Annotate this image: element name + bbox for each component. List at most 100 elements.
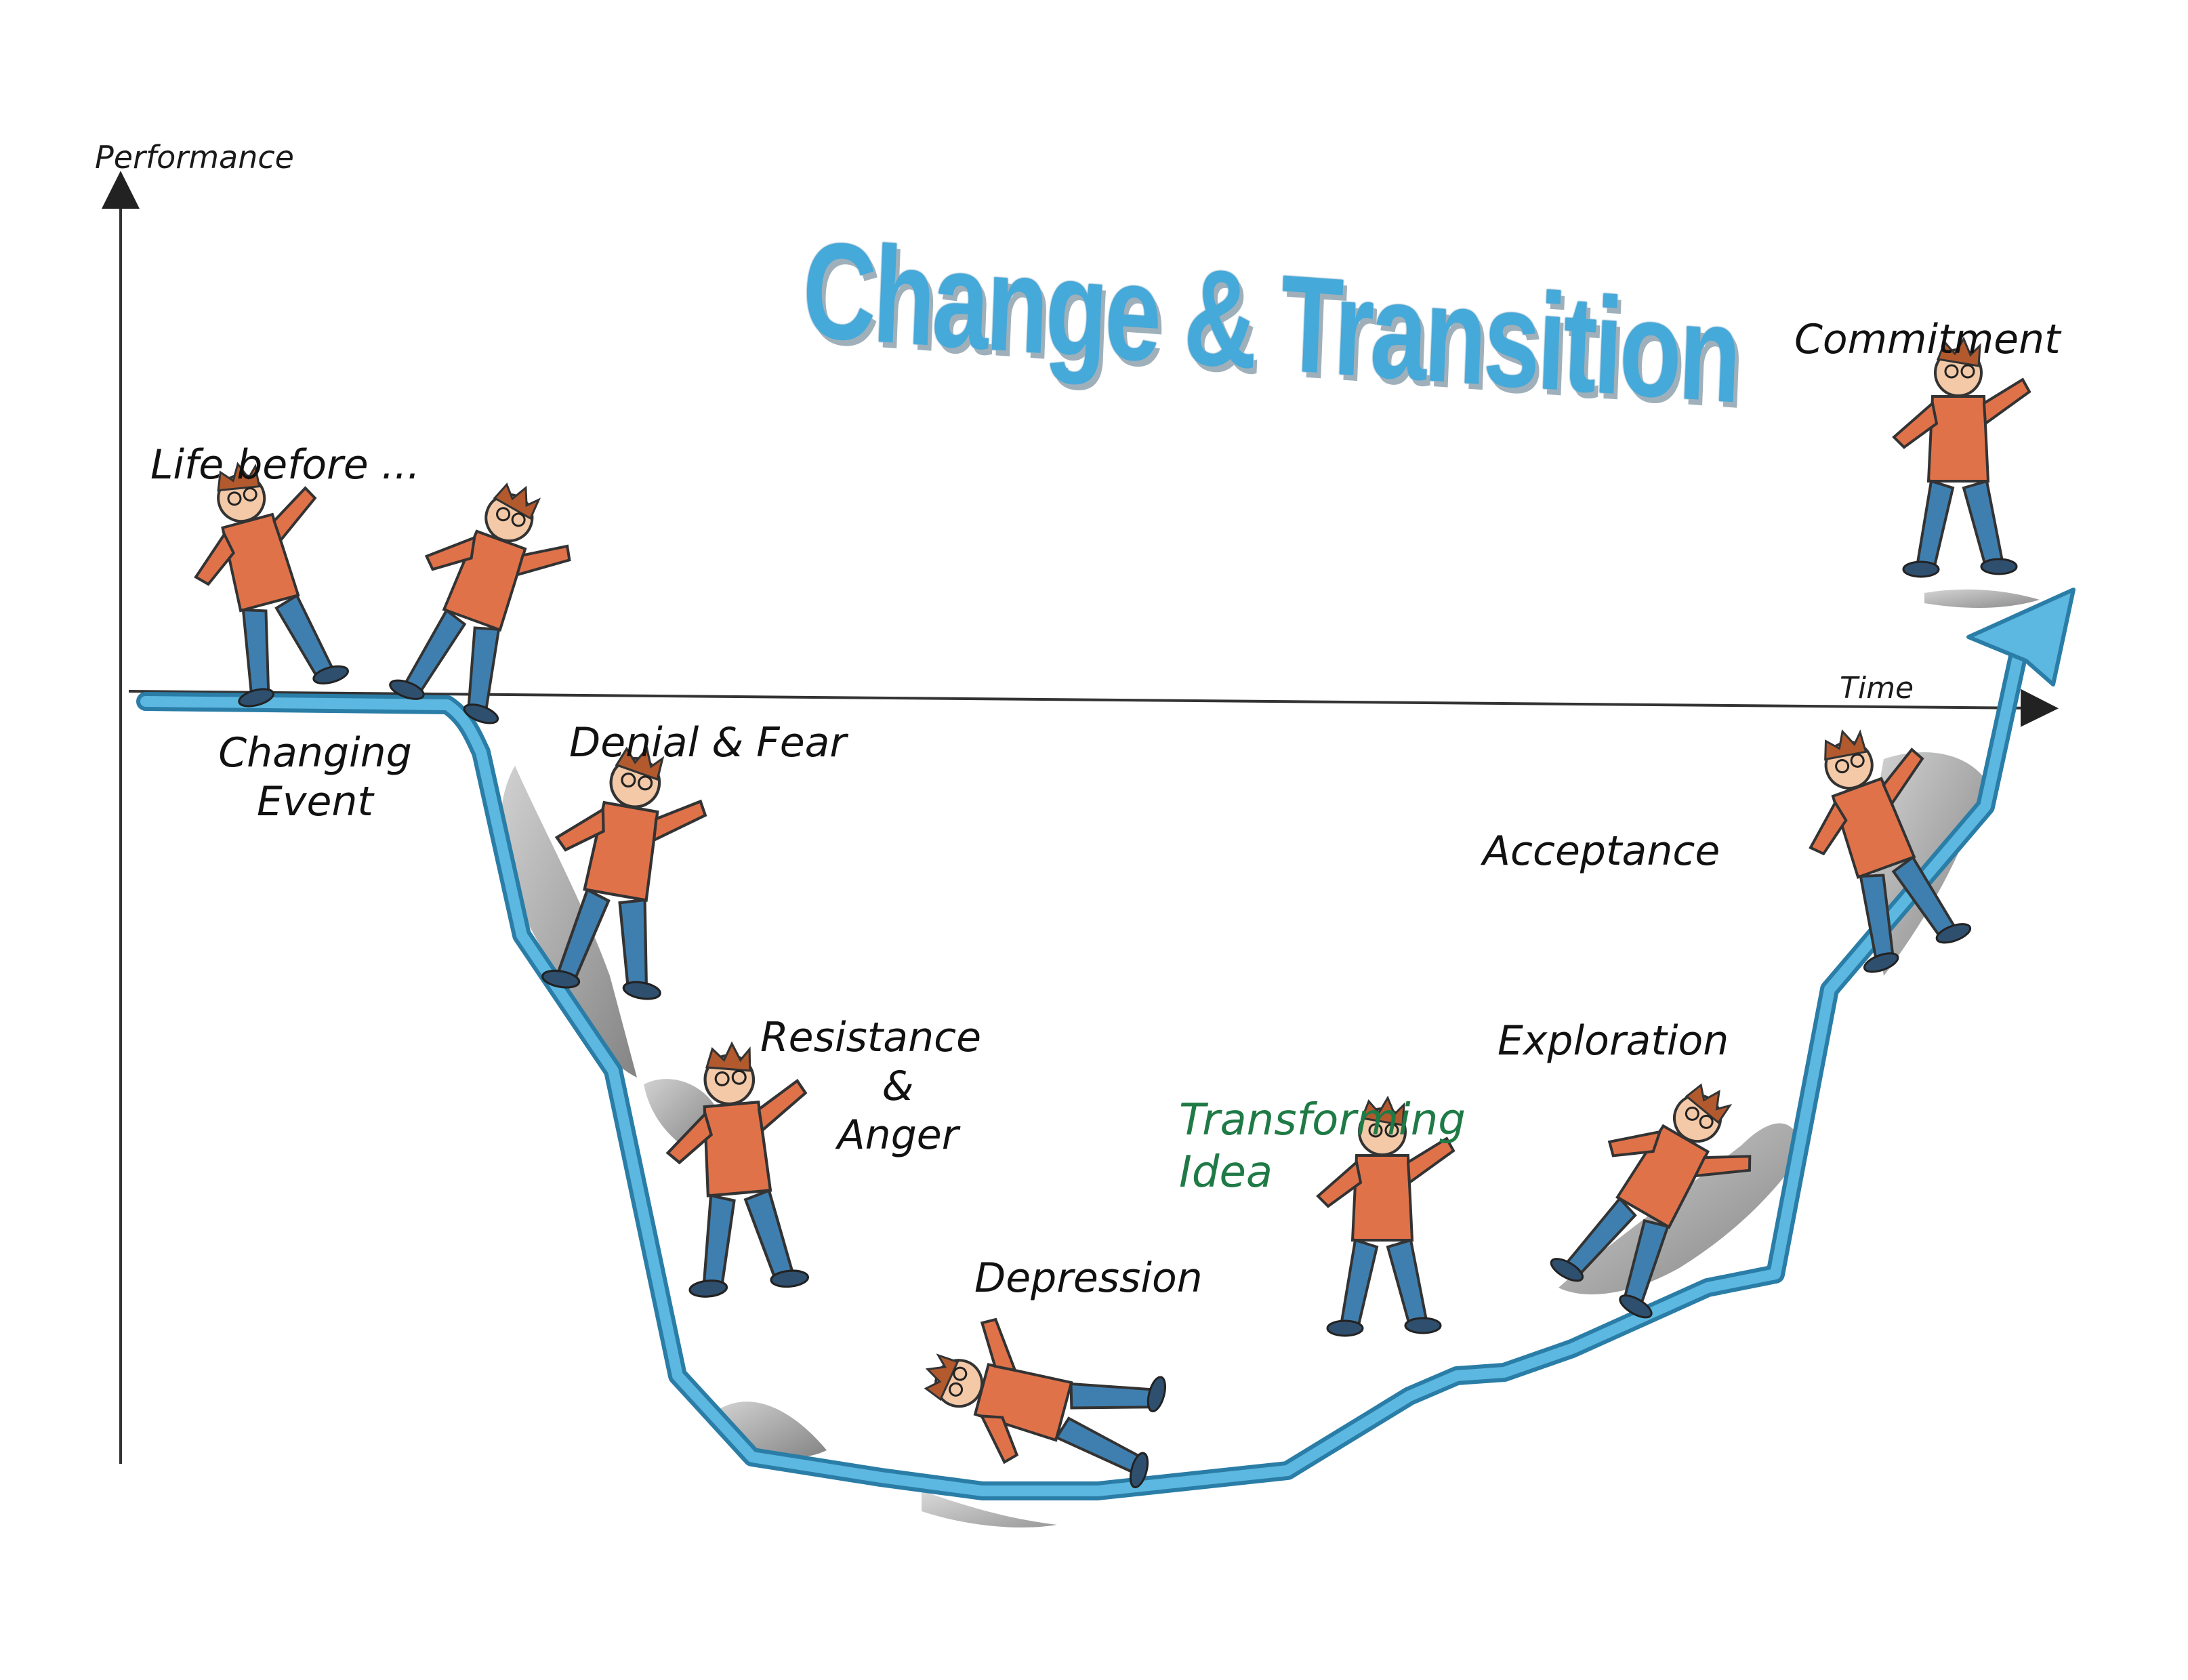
standing-figure-left-leg (1916, 479, 1955, 568)
climbing-figure-hair (1824, 729, 1867, 761)
hanging-figure-left-arm (665, 1111, 714, 1165)
falling-figure-hair (615, 746, 665, 781)
transforming-line1: Transforming (1179, 1095, 1466, 1145)
falling-figure-right-shoe (622, 981, 661, 1000)
standing-figure-left-arm (1892, 401, 1939, 449)
lying-figure-glasses-left (949, 1382, 964, 1397)
stumbling-figure-left-shoe (389, 679, 425, 700)
climbing-figure-right-arm (1882, 747, 1924, 806)
lying-figure-right-arm (980, 1317, 1018, 1372)
surprised-figure-glasses-right (1384, 1123, 1399, 1138)
lying-figure-left-shoe (1129, 1452, 1149, 1489)
stumbling-figure-hair (493, 483, 541, 520)
crawling-figure-left-arm (1607, 1130, 1662, 1157)
stage-life-before: Life before ... (150, 441, 420, 489)
running-figure-glasses-right (243, 487, 257, 502)
crawling-figure (1550, 1083, 1752, 1319)
surprised-figure-right-leg (1386, 1238, 1428, 1327)
climbing-figure-right-shoe (1935, 923, 1972, 944)
stage-changing-event: Changing Event (213, 729, 417, 826)
surprised-figure-left-leg (1340, 1238, 1379, 1327)
hanging-figure-right-shoe (770, 1269, 809, 1288)
climbing-figure-left-arm (1809, 800, 1848, 856)
surprised-figure-left-arm (1316, 1160, 1363, 1208)
transforming-line2: Idea (1179, 1147, 1273, 1197)
climbing-figure (1809, 729, 1972, 973)
climbing-figure-glasses-right (1850, 753, 1865, 768)
standing-figure-left-shoe (1902, 560, 1940, 578)
changing-event-line2: Event (257, 778, 373, 825)
falling-figure-right-leg (618, 898, 648, 989)
standing-figure (1892, 336, 2031, 578)
change-curve (136, 641, 2029, 1500)
running-figure-hair (217, 462, 261, 492)
stumbling-figure-glasses-right (511, 512, 526, 527)
x-axis (128, 689, 2059, 727)
standing-figure-glasses-right (1960, 364, 1975, 379)
crawling-figure-right-arm (1693, 1155, 1752, 1178)
stage-transforming-idea: Transforming Idea (1179, 1094, 1466, 1199)
change-curve-fill (140, 645, 2025, 1496)
standing-figure-glasses-left (1944, 364, 1959, 379)
figures (194, 336, 2031, 1489)
running-figure (194, 462, 349, 708)
stumbling-figure-left-arm (424, 535, 476, 571)
falling-figure-glasses-right (638, 775, 653, 791)
crawling-figure-left-shoe (1550, 1258, 1584, 1282)
rock-bottom-mid (922, 1491, 1057, 1528)
stage-acceptance: Acceptance (1483, 827, 1720, 875)
stumbling-figure-right-arm (515, 544, 571, 577)
running-figure-glasses-left (227, 491, 242, 506)
stumbling-figure-glasses-left (496, 507, 511, 522)
stage-commitment: Commitment (1794, 316, 2061, 363)
lying-figure-right-shoe (1147, 1376, 1166, 1413)
standing-figure-hair (1936, 336, 1981, 367)
stumbling-figure (389, 483, 571, 724)
lying-figure-right-leg (1069, 1382, 1154, 1410)
surprised-figure-hair (1360, 1095, 1405, 1126)
running-figure-left-leg (241, 608, 270, 694)
lying-figure-left-arm (979, 1414, 1019, 1464)
lying-figure-left-leg (1054, 1416, 1141, 1474)
running-figure-right-arm (272, 486, 317, 544)
surprised-figure-glasses-left (1368, 1123, 1383, 1138)
lying-figure-hair (924, 1353, 959, 1401)
y-axis-label: Performance (95, 139, 294, 176)
falling-figure-right-arm (652, 799, 707, 843)
climbing-figure-glasses-left (1835, 759, 1850, 774)
surprised-figure-right-shoe (1404, 1317, 1442, 1334)
resistance-line1: Resistance (760, 1014, 981, 1061)
crawling-figure-glasses-right (1699, 1114, 1714, 1129)
surprised-figure (1316, 1095, 1456, 1337)
changing-event-line1: Changing (218, 729, 412, 777)
running-figure-left-arm (194, 531, 236, 586)
lying-figure-glasses-right (953, 1366, 968, 1381)
standing-figure-right-shoe (1980, 558, 2018, 575)
crawling-figure-hair (1685, 1083, 1733, 1124)
surprised-figure-right-arm (1406, 1136, 1456, 1185)
curve-arrowhead (1966, 588, 2076, 687)
surprised-figure-left-shoe (1326, 1319, 1364, 1337)
climbing-figure-left-shoe (1863, 952, 1899, 973)
hanging-figure-hair (705, 1041, 751, 1072)
running-figure-left-shoe (238, 688, 274, 708)
hanging-figure-right-leg (743, 1188, 795, 1282)
lying-figure (924, 1317, 1166, 1489)
falling-figure-left-shoe (541, 969, 581, 989)
hanging-figure-left-shoe (688, 1279, 728, 1298)
running-figure-right-shoe (312, 665, 349, 684)
rock-denial (501, 766, 637, 1078)
falling-figure-left-arm (554, 806, 605, 852)
resistance-line2: & (882, 1063, 914, 1110)
hanging-figure-right-arm (757, 1078, 808, 1133)
standing-figure-right-leg (1962, 479, 2004, 568)
stage-exploration: Exploration (1498, 1017, 1729, 1065)
falling-figure-glasses-left (621, 772, 636, 788)
stage-denial-fear: Denial & Fear (569, 719, 847, 766)
resistance-line3: Anger (837, 1111, 959, 1159)
stage-resistance-anger: Resistance & Anger (756, 1013, 986, 1160)
falling-figure (541, 746, 707, 1000)
standing-figure-shirt (1926, 395, 1990, 483)
